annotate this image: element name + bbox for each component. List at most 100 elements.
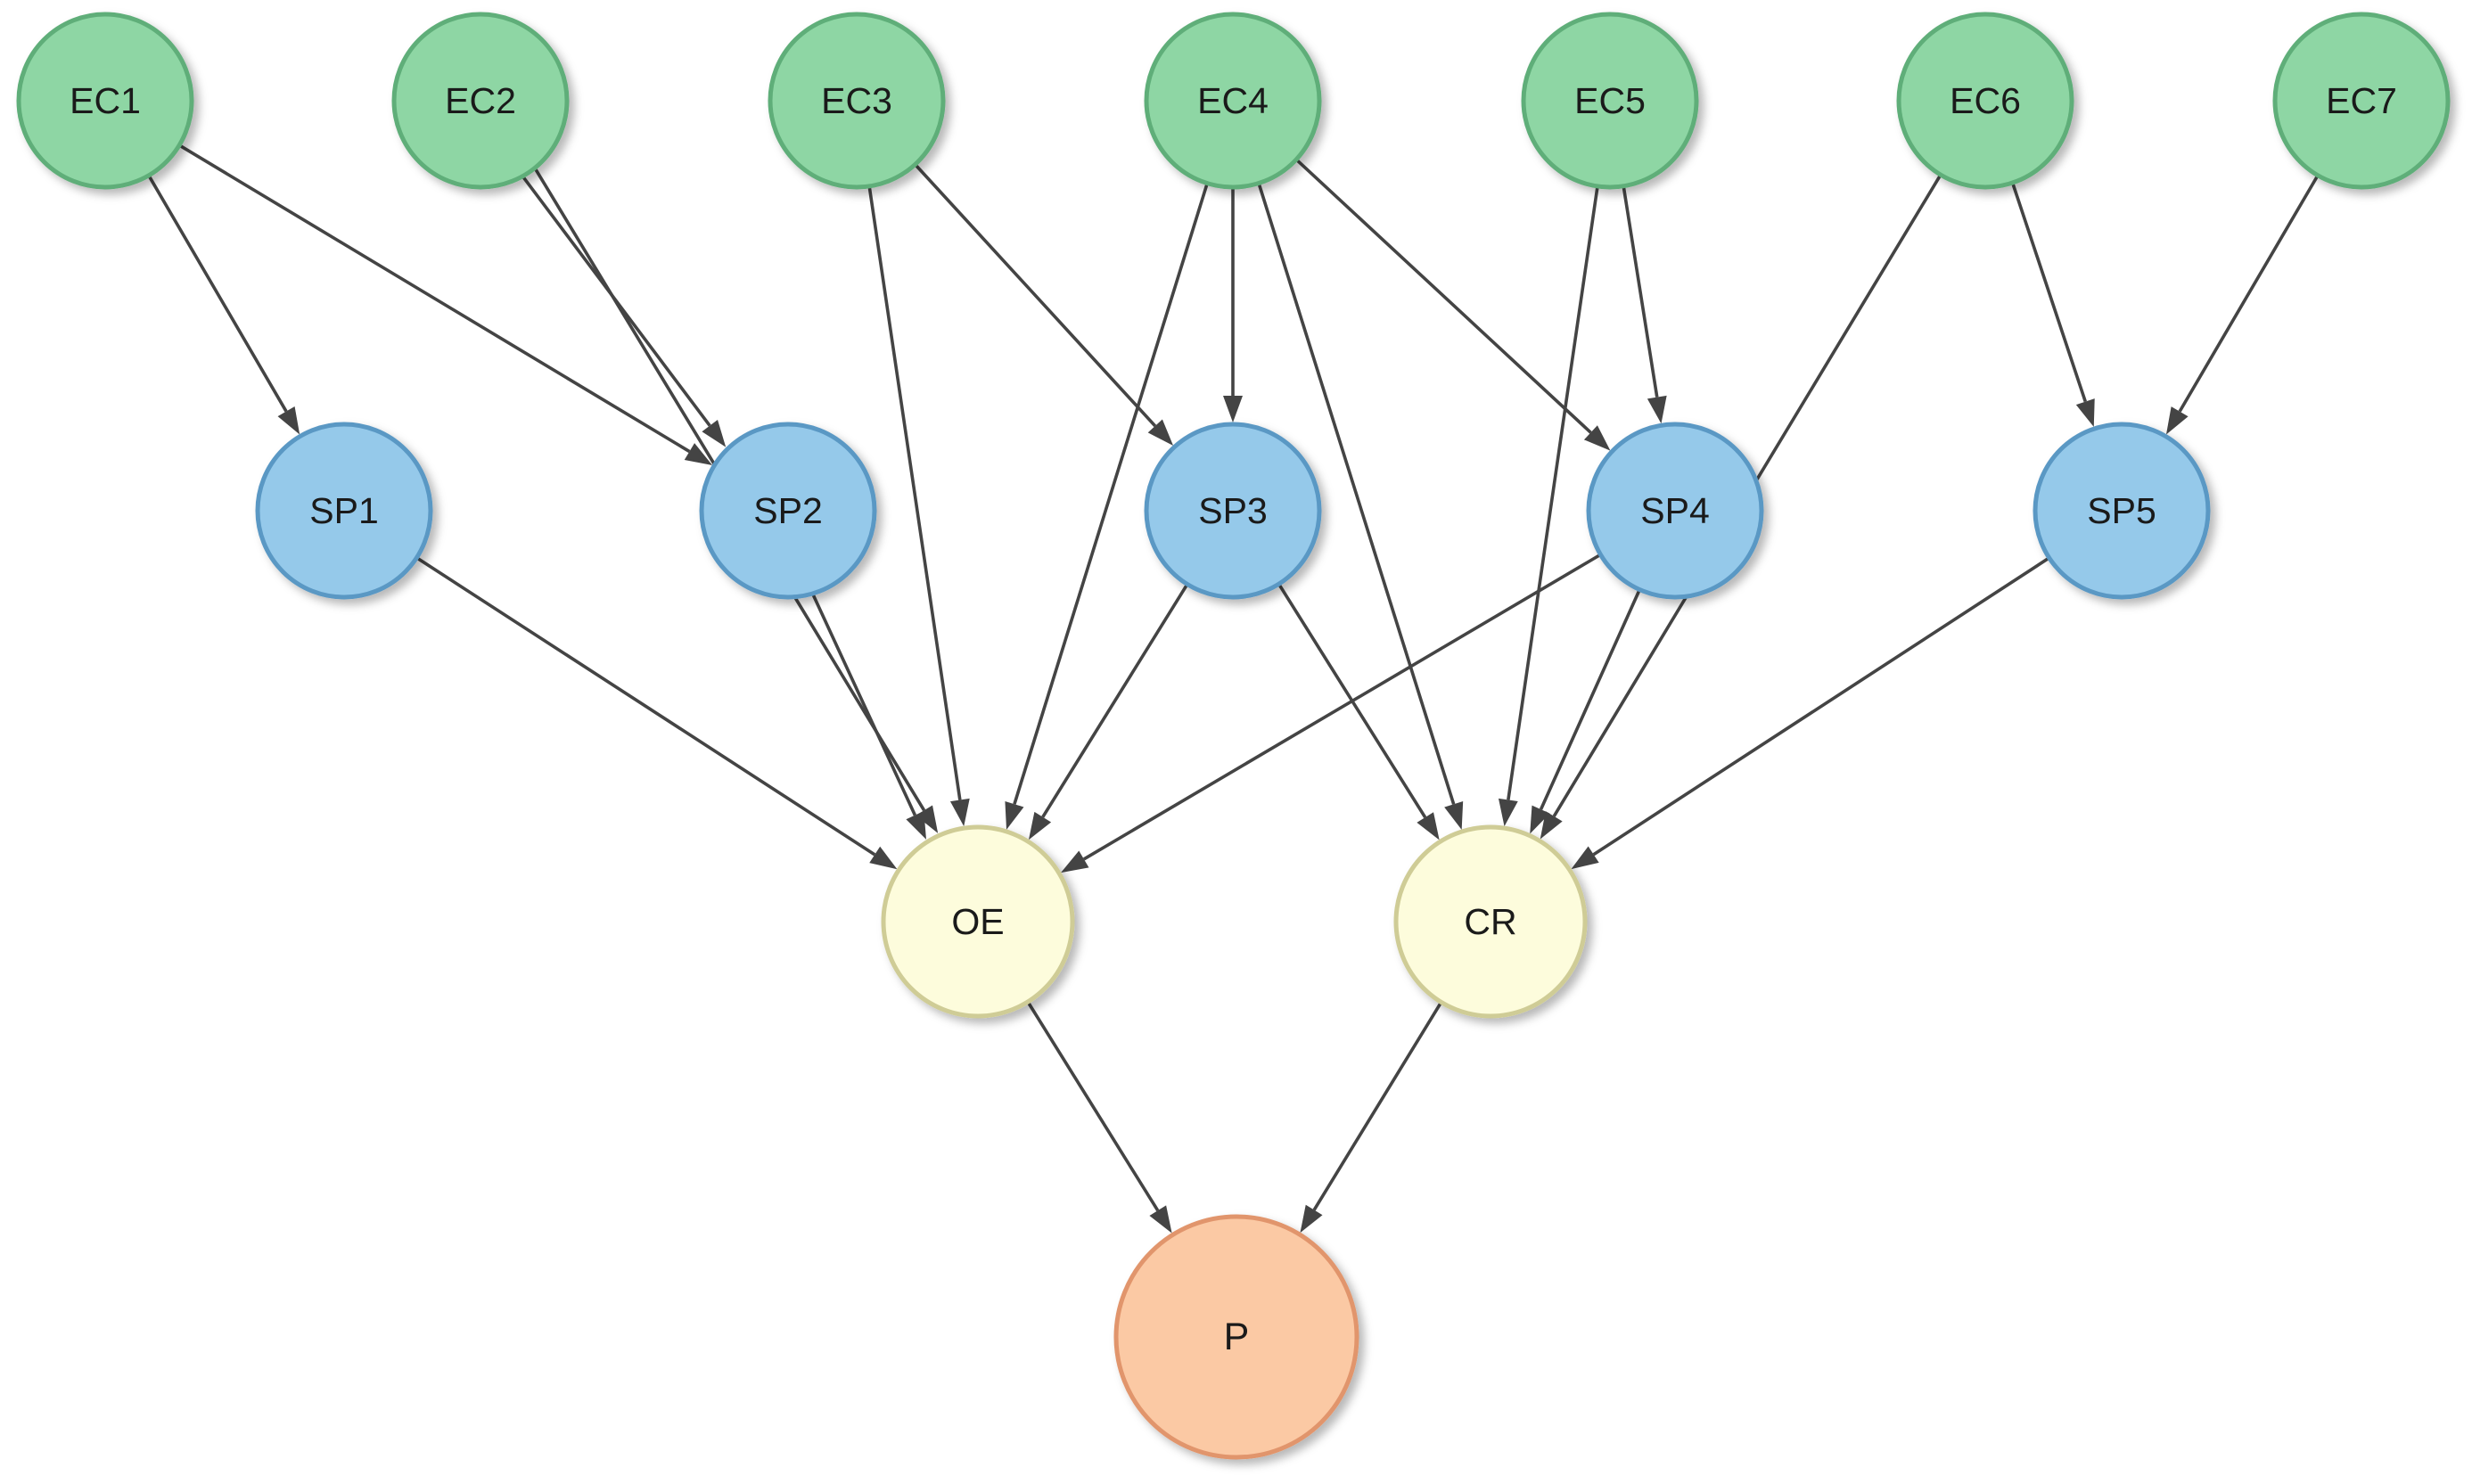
arrowhead-icon <box>1223 396 1243 422</box>
arrowhead-icon <box>906 810 926 840</box>
node-label: CR <box>1464 901 1516 942</box>
node-label: EC3 <box>821 80 892 121</box>
edge-line <box>1013 183 1209 805</box>
edge-line <box>1026 1001 1160 1212</box>
arrowhead-icon <box>949 798 970 827</box>
arrowhead-icon <box>1147 419 1174 447</box>
node-label: EC6 <box>1950 80 2021 121</box>
edge-line <box>1312 1001 1443 1211</box>
node-label: EC1 <box>70 80 141 121</box>
node-label: SP2 <box>753 490 823 531</box>
arrowhead-icon <box>1417 812 1440 840</box>
node-sp3[interactable]: SP3 <box>1144 422 1322 600</box>
edge-line <box>1082 553 1602 861</box>
node-label: SP4 <box>1640 490 1710 531</box>
node-circle[interactable] <box>1144 422 1322 600</box>
edge-line <box>1041 583 1189 818</box>
edge-ec4-to-oe <box>1005 183 1209 830</box>
edge-line <box>2178 174 2320 413</box>
node-ec5[interactable]: EC5 <box>1521 12 1699 190</box>
node-circle[interactable] <box>255 422 433 600</box>
edge-sp3-to-cr <box>1277 583 1440 840</box>
arrowhead-icon <box>1583 425 1611 451</box>
node-oe[interactable]: OE <box>881 824 1075 1019</box>
edge-line <box>2010 182 2087 403</box>
node-p[interactable]: P <box>1113 1214 1359 1460</box>
node-ec4[interactable]: EC4 <box>1144 12 1322 190</box>
node-label: SP3 <box>1198 490 1268 531</box>
node-sp2[interactable]: SP2 <box>699 422 877 600</box>
arrowhead-icon <box>1498 798 1518 827</box>
node-circle[interactable] <box>768 12 946 190</box>
node-sp5[interactable]: SP5 <box>2033 422 2211 600</box>
node-ec3[interactable]: EC3 <box>768 12 946 190</box>
arrowhead-icon <box>702 420 727 447</box>
node-label: P <box>1224 1316 1250 1358</box>
edge-ec2-to-sp2 <box>522 176 727 447</box>
edge-sp4-to-oe <box>1061 553 1602 873</box>
arrowhead-icon <box>1571 846 1599 870</box>
node-circle[interactable] <box>881 824 1075 1019</box>
edge-line <box>1507 185 1599 800</box>
arrowhead-icon <box>1005 800 1024 830</box>
node-circle[interactable] <box>1113 1214 1359 1460</box>
node-ec6[interactable]: EC6 <box>1896 12 2074 190</box>
edge-oe-to-p <box>1026 1001 1172 1234</box>
edge-line <box>1257 183 1456 805</box>
node-sp4[interactable]: SP4 <box>1586 422 1764 600</box>
arrowhead-icon <box>1647 395 1667 424</box>
node-circle[interactable] <box>16 12 194 190</box>
edge-ec7-to-sp5 <box>2165 174 2320 435</box>
edge-line <box>811 594 917 816</box>
node-label: EC4 <box>1197 80 1269 121</box>
arrowhead-icon <box>1530 805 1550 834</box>
edge-ec6-to-sp5 <box>2010 182 2095 428</box>
edge-sp5-to-cr <box>1571 556 2050 870</box>
node-label: OE <box>951 901 1004 942</box>
arrowhead-icon <box>2165 406 2189 435</box>
edge-line <box>867 185 962 800</box>
node-circle[interactable] <box>1144 12 1322 190</box>
arrowhead-icon <box>277 406 300 435</box>
edge-sp4-to-cr <box>1530 588 1641 834</box>
edge-line <box>1294 158 1592 434</box>
edge-ec5-to-sp4 <box>1622 185 1667 424</box>
node-ec2[interactable]: EC2 <box>391 12 570 190</box>
edge-ec4-to-cr <box>1257 183 1464 830</box>
edge-ec3-to-oe <box>867 185 970 827</box>
edge-line <box>1592 556 2050 857</box>
arrowhead-icon <box>684 443 713 466</box>
edge-line <box>914 163 1157 428</box>
node-circle[interactable] <box>1521 12 1699 190</box>
node-sp1[interactable]: SP1 <box>255 422 433 600</box>
node-label: SP1 <box>309 490 379 531</box>
node-circle[interactable] <box>1896 12 2074 190</box>
node-label: EC2 <box>445 80 516 121</box>
edge-line <box>178 143 691 454</box>
node-ec1[interactable]: EC1 <box>16 12 194 190</box>
edge-ec3-to-sp3 <box>914 163 1174 447</box>
node-circle[interactable] <box>2033 422 2211 600</box>
edge-ec5-to-cr <box>1498 185 1599 827</box>
node-circle[interactable] <box>699 422 877 600</box>
edge-ec4-to-sp3 <box>1223 187 1243 422</box>
node-label: EC7 <box>2326 80 2397 121</box>
edge-line <box>1622 185 1659 398</box>
arrowhead-icon <box>1444 801 1464 830</box>
node-label: SP5 <box>2087 490 2156 531</box>
node-circle[interactable] <box>391 12 570 190</box>
node-label: EC5 <box>1574 80 1646 121</box>
arrowhead-icon <box>1540 811 1563 840</box>
node-circle[interactable] <box>2272 12 2451 190</box>
edge-line <box>415 556 876 857</box>
edge-ec1-to-sp1 <box>147 174 300 435</box>
edge-sp2-to-oe <box>811 594 926 840</box>
node-circle[interactable] <box>1393 824 1588 1019</box>
edge-line <box>147 174 288 413</box>
arrowhead-icon <box>1028 811 1052 840</box>
arrowhead-icon <box>1149 1205 1172 1234</box>
node-ec7[interactable]: EC7 <box>2272 12 2451 190</box>
node-cr[interactable]: CR <box>1393 824 1588 1019</box>
node-circle[interactable] <box>1586 422 1764 600</box>
